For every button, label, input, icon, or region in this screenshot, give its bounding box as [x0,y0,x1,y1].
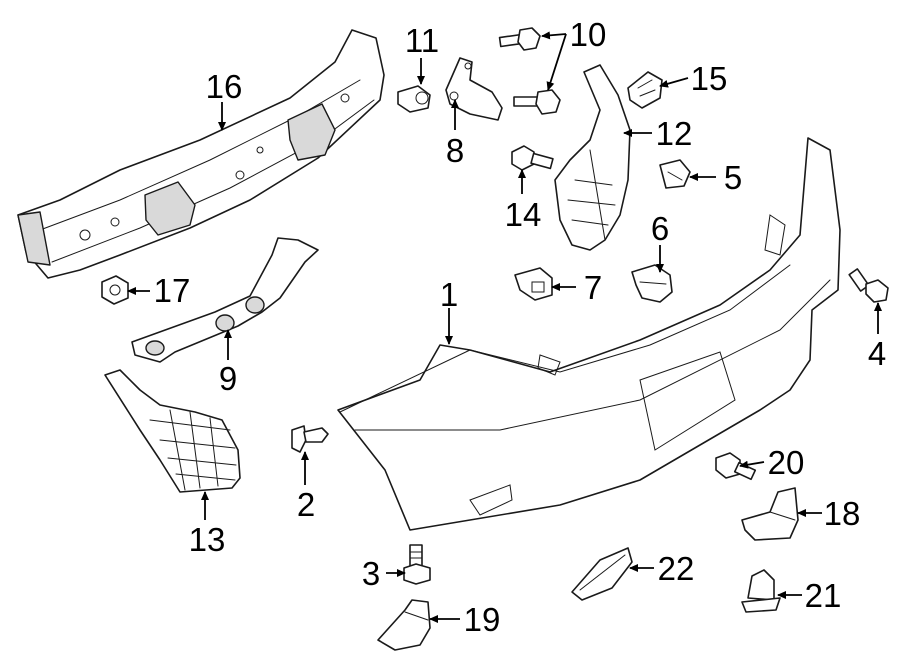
part-15-retainer[interactable] [627,71,663,109]
leader-10b [546,33,567,91]
callout-17: 17 [154,272,191,309]
callout-12: 12 [656,115,693,152]
callout-3: 3 [362,555,380,592]
callout-9: 9 [219,360,237,397]
callout-10: 10 [570,16,607,53]
part-4-bolt[interactable] [848,268,889,303]
leader-15 [659,77,689,88]
part-21-push-pin[interactable] [741,569,781,613]
part-14-bolt[interactable] [511,145,554,171]
part-9-bracket[interactable] [131,237,319,363]
part-22-reflector[interactable] [571,547,633,601]
part-20-bolt[interactable] [715,452,757,481]
callout-labels: 1 2 3 4 5 6 7 8 9 10 11 12 13 14 15 16 1… [154,16,887,638]
callout-6: 6 [651,210,669,247]
leader-lines [127,31,882,623]
callout-13: 13 [189,521,226,558]
part-10-bolts[interactable] [498,27,561,115]
leader-20 [739,460,765,469]
callout-4: 4 [868,335,886,372]
part-11-clip[interactable] [397,85,431,113]
part-1-bumper-cover[interactable] [337,137,841,531]
callout-16: 16 [206,68,243,105]
part-7-clip[interactable] [514,267,553,301]
callout-20: 20 [768,444,805,481]
callout-2: 2 [297,486,315,523]
part-16-reinforcement-beam[interactable] [17,29,385,279]
callout-19: 19 [464,601,501,638]
leader-10a [541,31,567,40]
part-13-splash-shield[interactable] [104,369,241,493]
part-8-bracket[interactable] [445,57,503,121]
callout-14: 14 [505,196,542,233]
callout-5: 5 [724,159,742,196]
callout-7: 7 [584,269,602,306]
part-2-push-clip[interactable] [291,425,329,453]
callout-8: 8 [446,132,464,169]
callout-15: 15 [691,60,728,97]
part-17-nut[interactable] [101,275,129,305]
part-5-push-clip[interactable] [659,159,691,189]
part-12-side-bracket[interactable] [554,64,631,251]
part-6-clip[interactable] [631,264,673,303]
callout-22: 22 [658,550,695,587]
part-18-bracket[interactable] [741,487,799,541]
callout-1: 1 [440,276,458,313]
part-19-bracket[interactable] [377,599,431,651]
part-3-bolt[interactable] [403,544,431,585]
callout-11: 11 [405,22,439,59]
callout-21: 21 [805,577,842,614]
callout-18: 18 [824,495,861,532]
